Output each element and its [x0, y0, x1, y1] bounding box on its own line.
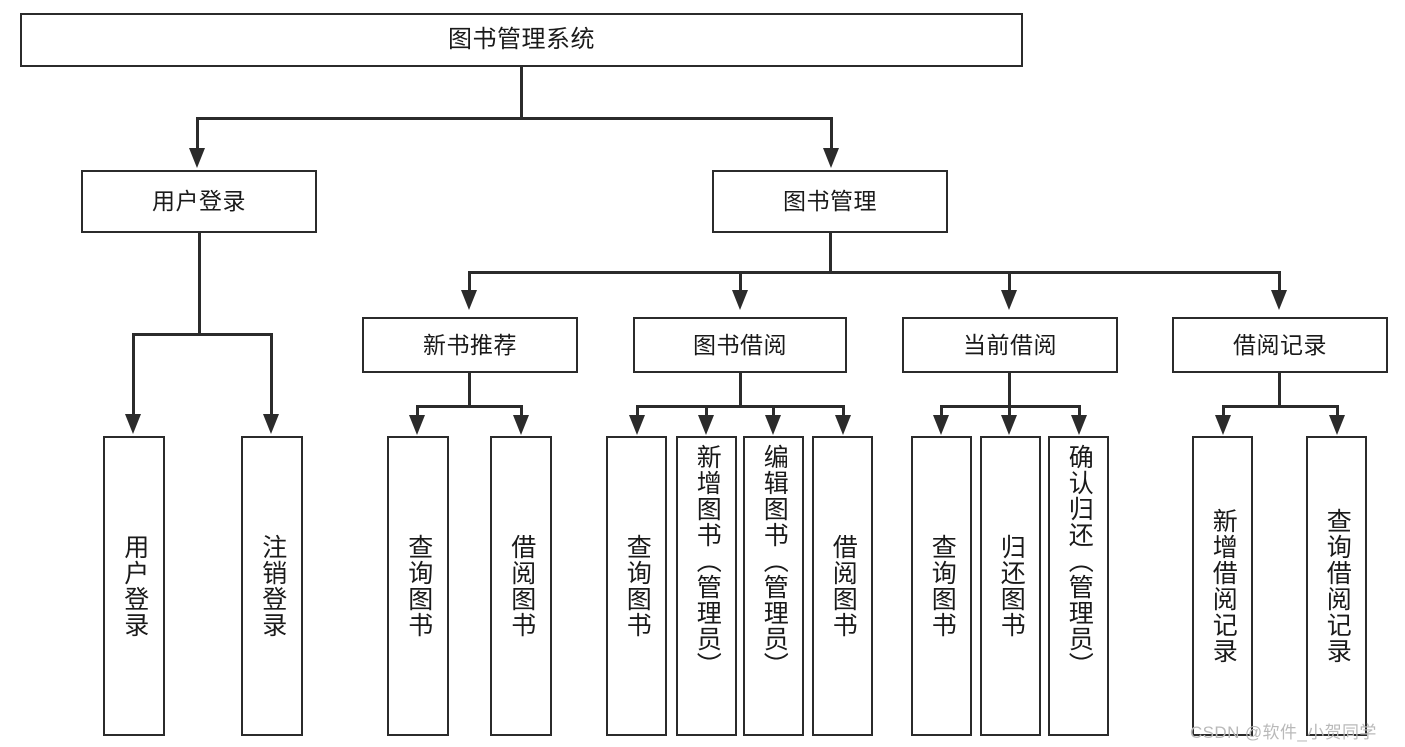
node-book-borrow[interactable]: 图书借阅: [633, 317, 847, 373]
leaf-current-return-book[interactable]: 归还图书: [980, 436, 1041, 736]
node-label: 归还图书: [997, 534, 1026, 638]
connector-record-to-leaf-2: [1336, 405, 1339, 418]
leaf-current-confirm-return-admin[interactable]: 确认归还（管理员）: [1048, 436, 1109, 736]
connector-newbook-to-leaf-1: [416, 405, 419, 418]
leaf-borrow-edit-book-admin[interactable]: 编辑图书（管理员）: [743, 436, 804, 736]
connector-user-stem: [198, 233, 201, 335]
arrow-root-to-user: [189, 148, 205, 168]
arrow-borrow-to-leaf-3: [765, 415, 781, 435]
node-label: 新书推荐: [423, 331, 517, 358]
leaf-current-query-book[interactable]: 查询图书: [911, 436, 972, 736]
arrow-newbook-to-leaf-2: [513, 415, 529, 435]
arrow-book-to-l3-1: [461, 290, 477, 310]
arrow-book-to-l3-4: [1271, 290, 1287, 310]
connector-book-bus: [468, 271, 1280, 274]
connector-borrow-bus: [636, 405, 845, 408]
node-label: 图书借阅: [693, 331, 787, 358]
arrow-borrow-to-leaf-2: [698, 415, 714, 435]
connector-current-to-leaf-3: [1078, 405, 1081, 418]
arrow-record-to-leaf-1: [1215, 415, 1231, 435]
connector-record-bus: [1222, 405, 1338, 408]
arrow-current-to-leaf-1: [933, 415, 949, 435]
arrow-root-to-book: [823, 148, 839, 168]
connector-user-to-leaf-2: [270, 333, 273, 416]
watermark: CSDN @软件_小贺同学: [1190, 723, 1377, 742]
connector-book-stem: [829, 233, 832, 273]
connector-book-to-l3-1: [468, 271, 471, 292]
node-label: 用户登录: [120, 534, 149, 638]
connector-record-stem: [1278, 373, 1281, 407]
connector-borrow-to-leaf-1: [636, 405, 639, 418]
node-label: 查询借阅记录: [1323, 508, 1352, 664]
node-label: 确认归还（管理员）: [1065, 444, 1094, 678]
arrow-borrow-to-leaf-1: [629, 415, 645, 435]
node-root-system[interactable]: 图书管理系统: [20, 13, 1023, 67]
node-book-management[interactable]: 图书管理: [712, 170, 948, 233]
connector-root-bus: [196, 117, 833, 120]
connector-current-to-leaf-2: [1008, 405, 1011, 418]
node-borrow-record[interactable]: 借阅记录: [1172, 317, 1388, 373]
connector-newbook-to-leaf-2: [520, 405, 523, 418]
node-label: 图书管理: [783, 188, 877, 215]
leaf-user-login[interactable]: 用户登录: [103, 436, 165, 736]
node-label: 借阅图书: [829, 534, 858, 638]
node-current-borrow[interactable]: 当前借阅: [902, 317, 1118, 373]
node-label: 新增图书（管理员）: [693, 444, 722, 678]
connector-root-to-user: [196, 117, 199, 150]
connector-current-to-leaf-1: [940, 405, 943, 418]
arrow-current-to-leaf-2: [1001, 415, 1017, 435]
node-label: 当前借阅: [963, 331, 1057, 358]
connector-user-bus: [132, 333, 272, 336]
node-label: 编辑图书（管理员）: [760, 444, 789, 678]
arrow-book-to-l3-3: [1001, 290, 1017, 310]
arrow-borrow-to-leaf-4: [835, 415, 851, 435]
node-label: 借阅图书: [507, 534, 536, 638]
node-label: 图书管理系统: [448, 26, 595, 54]
leaf-record-query-record[interactable]: 查询借阅记录: [1306, 436, 1367, 736]
leaf-record-add-record[interactable]: 新增借阅记录: [1192, 436, 1253, 736]
node-label: 查询图书: [404, 534, 433, 638]
connector-root-stem: [520, 67, 523, 119]
connector-borrow-to-leaf-4: [842, 405, 845, 418]
arrow-newbook-to-leaf-1: [409, 415, 425, 435]
node-label: 用户登录: [152, 188, 246, 215]
node-new-book-recommend[interactable]: 新书推荐: [362, 317, 578, 373]
node-label: 查询图书: [928, 534, 957, 638]
connector-current-stem: [1008, 373, 1011, 407]
node-user-login[interactable]: 用户登录: [81, 170, 317, 233]
connector-record-to-leaf-1: [1222, 405, 1225, 418]
arrow-user-to-leaf-1: [125, 414, 141, 434]
arrow-record-to-leaf-2: [1329, 415, 1345, 435]
leaf-borrow-add-book-admin[interactable]: 新增图书（管理员）: [676, 436, 737, 736]
connector-newbook-stem: [468, 373, 471, 407]
node-label: 查询图书: [623, 534, 652, 638]
connector-newbook-bus: [416, 405, 522, 408]
node-label: 注销登录: [258, 534, 287, 638]
leaf-newbook-borrow-book[interactable]: 借阅图书: [490, 436, 552, 736]
node-label: 新增借阅记录: [1209, 508, 1238, 664]
connector-user-to-leaf-1: [132, 333, 135, 416]
connector-book-to-l3-2: [739, 271, 742, 292]
leaf-borrow-borrow-book[interactable]: 借阅图书: [812, 436, 873, 736]
connector-root-to-book: [830, 117, 833, 150]
leaf-newbook-query-book[interactable]: 查询图书: [387, 436, 449, 736]
arrow-current-to-leaf-3: [1071, 415, 1087, 435]
connector-book-to-l3-4: [1278, 271, 1281, 292]
connector-borrow-to-leaf-3: [772, 405, 775, 418]
arrow-book-to-l3-2: [732, 290, 748, 310]
connector-borrow-to-leaf-2: [705, 405, 708, 418]
leaf-logout[interactable]: 注销登录: [241, 436, 303, 736]
connector-book-to-l3-3: [1008, 271, 1011, 292]
node-label: 借阅记录: [1233, 331, 1327, 358]
leaf-borrow-query-book[interactable]: 查询图书: [606, 436, 667, 736]
connector-borrow-stem: [739, 373, 742, 407]
arrow-user-to-leaf-2: [263, 414, 279, 434]
